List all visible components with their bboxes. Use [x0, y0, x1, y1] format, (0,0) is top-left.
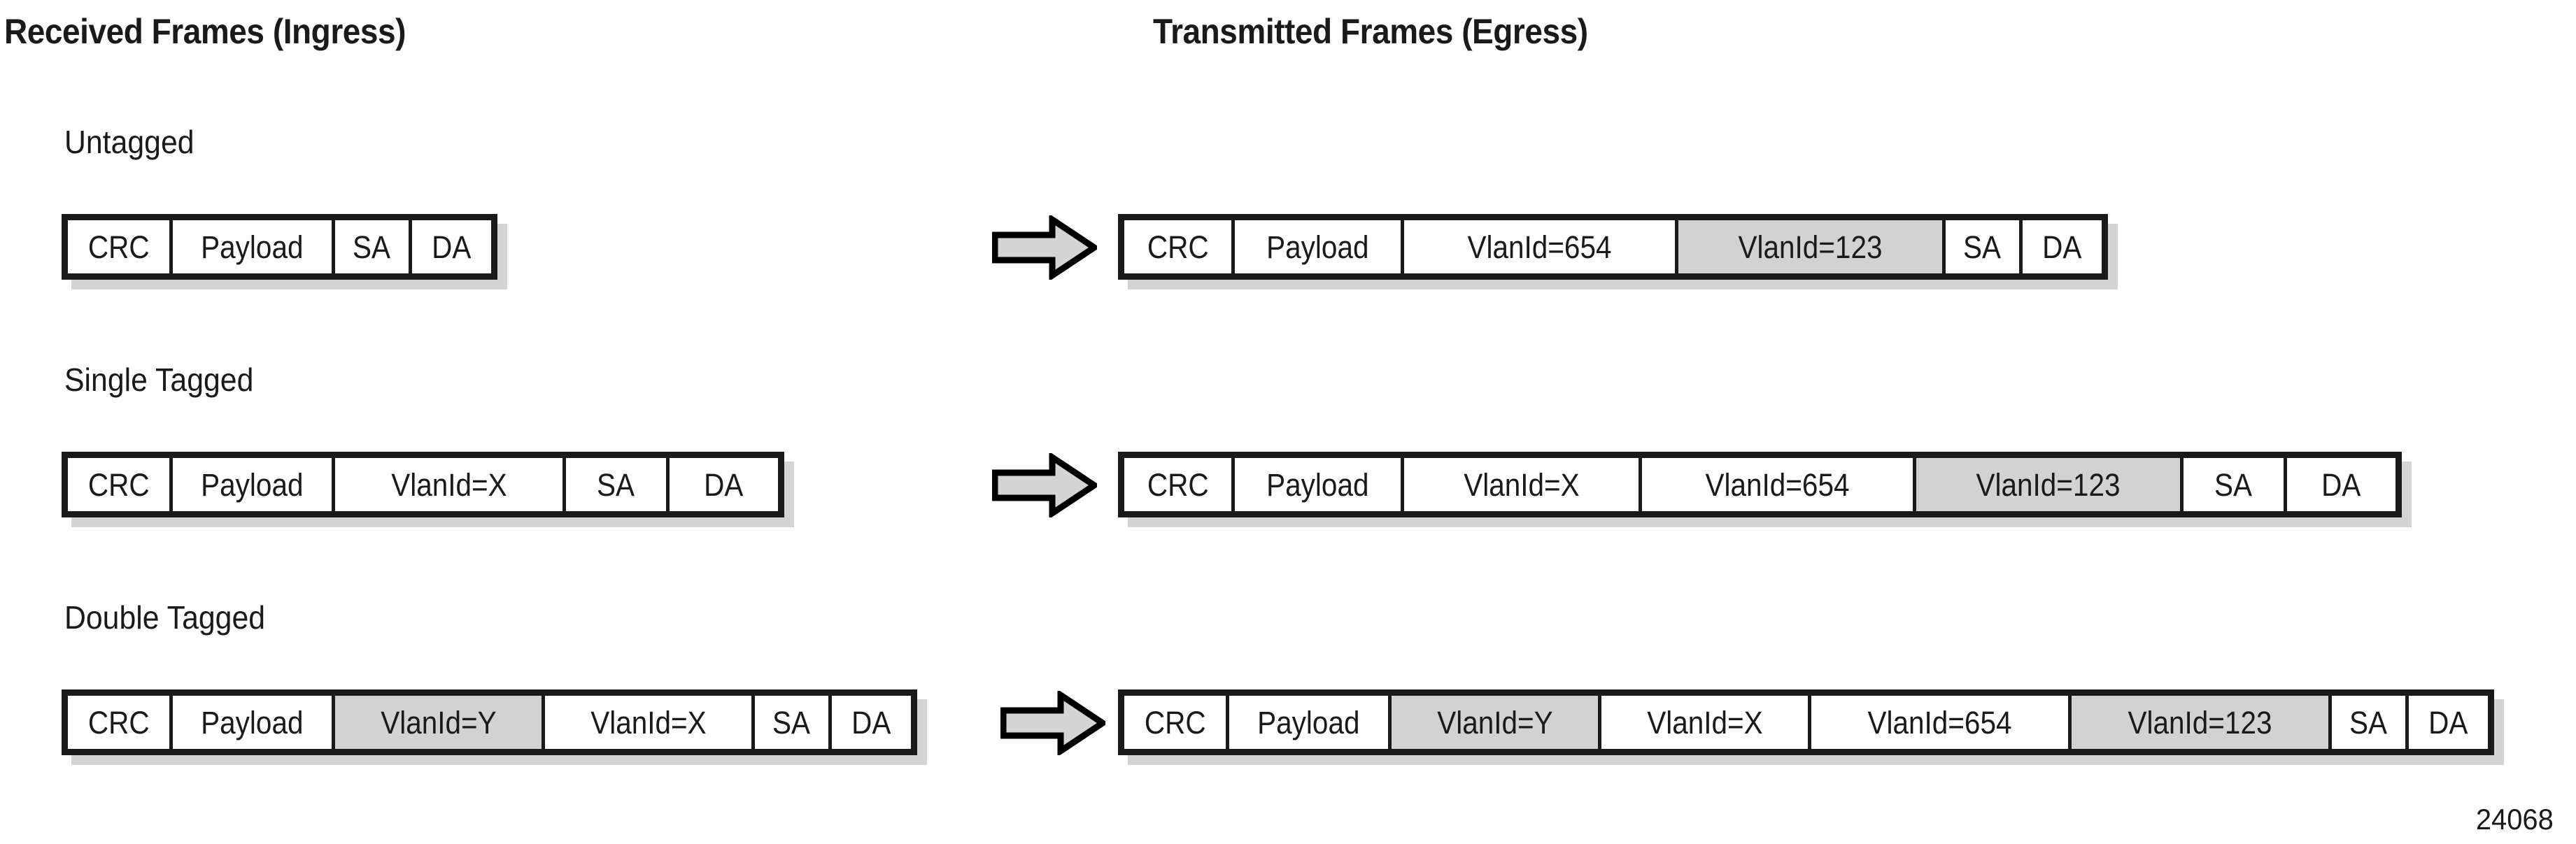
header-received-frames-ingress: Received Frames (Ingress) [4, 12, 406, 51]
frame-field-label: VlanId=Y [1436, 704, 1553, 741]
frame-field: DA [2287, 458, 2395, 511]
frame-field: Payload [1235, 220, 1404, 273]
egress-frame-untagged: CRC Payload VlanId=654 VlanId=123 SA DA [1118, 214, 2108, 280]
frame-field: CRC [1124, 696, 1229, 749]
frame-field-label: SA [2349, 704, 2388, 741]
frame-field: Payload [173, 220, 335, 273]
frame-field-label: SA [772, 704, 811, 741]
frame-field-label: SA [353, 229, 391, 265]
frame-field-label: Payload [201, 466, 304, 503]
frame-field: SA [755, 696, 832, 749]
frame-field: VlanId=X [545, 696, 755, 749]
frame-field-label: Payload [201, 229, 304, 265]
frame-field-label: DA [2428, 704, 2468, 741]
frame-field: DA [832, 696, 911, 749]
frame-field-label: SA [597, 466, 635, 503]
frame-field-label: CRC [87, 466, 150, 503]
frame-field-label: VlanId=654 [1467, 229, 1612, 265]
frame-field: SA [2332, 696, 2409, 749]
row-label-double-tagged: Double Tagged [64, 599, 266, 636]
egress-frame-double-tagged: CRC Payload VlanId=Y VlanId=X VlanId=654 Vlan… [1118, 689, 2494, 755]
frame-field-label: DA [851, 704, 891, 741]
frame-field-label: VlanId=X [1463, 466, 1580, 503]
frame-field-label: CRC [87, 704, 150, 741]
row-label-single-tagged: Single Tagged [64, 362, 254, 398]
frame-field: VlanId=654 [1642, 458, 1916, 511]
frame-field: Payload [1229, 696, 1392, 749]
frame-field-label: VlanId=X [390, 466, 507, 503]
frame-field: VlanId=Y [335, 696, 545, 749]
frame-field: CRC [1124, 458, 1235, 511]
frame-field: SA [335, 220, 412, 273]
frame-field: VlanId=123 [2072, 696, 2332, 749]
frame-field-label: VlanId=X [590, 704, 707, 741]
header-transmitted-frames-egress: Transmitted Frames (Egress) [1153, 12, 1588, 51]
frame-field-label: SA [2214, 466, 2253, 503]
ingress-frame-untagged: CRC Payload SA DA [62, 214, 497, 280]
frame-field: CRC [68, 220, 173, 273]
frame-field: DA [412, 220, 491, 273]
figure-number: 24068 [2476, 803, 2554, 836]
frame-field-label: VlanId=654 [1705, 466, 1850, 503]
frame-field-label: VlanId=123 [1738, 229, 1883, 265]
frame-field-label: VlanId=123 [2128, 704, 2272, 741]
frame-field: VlanId=123 [1916, 458, 2184, 511]
frame-field-label: VlanId=X [1646, 704, 1763, 741]
right-arrow-icon [992, 453, 1097, 517]
frame-field-label: VlanId=Y [380, 704, 497, 741]
frame-field: CRC [68, 458, 173, 511]
frame-field-label: CRC [1144, 704, 1206, 741]
frame-field: Payload [1235, 458, 1404, 511]
frame-field: CRC [1124, 220, 1235, 273]
row-label-untagged: Untagged [64, 124, 194, 160]
frame-field-label: DA [432, 229, 472, 265]
ingress-frame-single-tagged: CRC Payload VlanId=X SA DA [62, 452, 784, 517]
frame-field-label: CRC [1147, 229, 1209, 265]
frame-field: Payload [173, 696, 335, 749]
frame-field-label: DA [704, 466, 744, 503]
right-arrow-icon [992, 215, 1097, 280]
frame-field: VlanId=X [1404, 458, 1642, 511]
frame-field-label: DA [2321, 466, 2361, 503]
frame-field-label: SA [1963, 229, 2002, 265]
frame-field-label: VlanId=654 [1867, 704, 2012, 741]
frame-field-label: CRC [87, 229, 150, 265]
frame-field: DA [2409, 696, 2488, 749]
frame-field: SA [1946, 220, 2023, 273]
frame-field: CRC [68, 696, 173, 749]
frame-field: VlanId=Y [1392, 696, 1601, 749]
frame-field: VlanId=X [335, 458, 566, 511]
frame-field: VlanId=654 [1811, 696, 2072, 749]
frame-field-label: DA [2042, 229, 2082, 265]
frame-field: SA [2184, 458, 2287, 511]
frame-field: Payload [173, 458, 335, 511]
frame-field: VlanId=123 [1678, 220, 1946, 273]
frame-field: SA [566, 458, 670, 511]
frame-field: DA [670, 458, 778, 511]
frame-field-label: Payload [1257, 704, 1360, 741]
frame-field-label: CRC [1147, 466, 1209, 503]
right-arrow-icon [1000, 691, 1105, 755]
frame-field: VlanId=X [1601, 696, 1811, 749]
egress-frame-single-tagged: CRC Payload VlanId=X VlanId=654 VlanId=123 SA… [1118, 452, 2402, 517]
frame-field-label: Payload [201, 704, 304, 741]
frame-field: DA [2023, 220, 2102, 273]
frame-field-label: Payload [1266, 229, 1369, 265]
frame-field-label: Payload [1266, 466, 1369, 503]
ingress-frame-double-tagged: CRC Payload VlanId=Y VlanId=X SA DA [62, 689, 917, 755]
frame-field: VlanId=654 [1404, 220, 1678, 273]
frame-field-label: VlanId=123 [1976, 466, 2121, 503]
